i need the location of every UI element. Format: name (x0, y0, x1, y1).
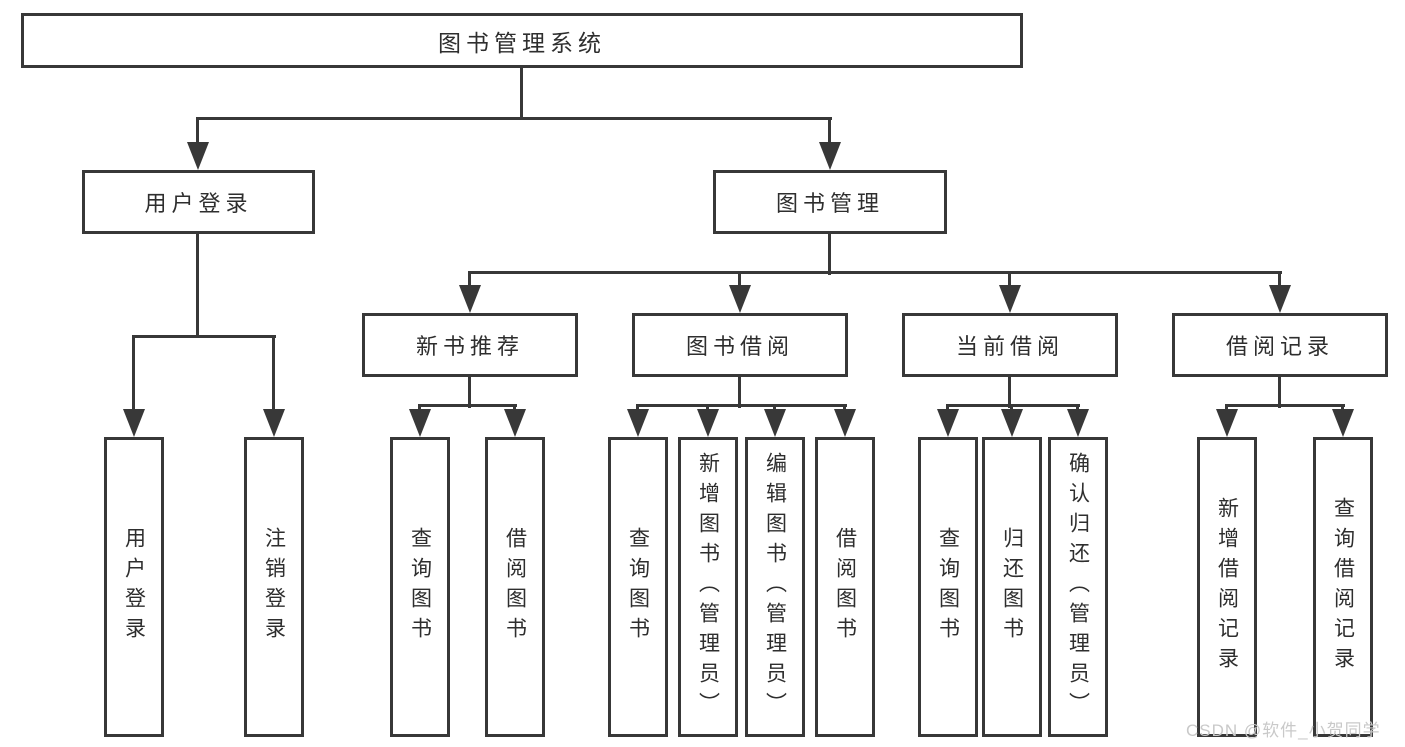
node-new-book-recommendation: 新书推荐 (362, 313, 578, 377)
connector-borrow-hline (636, 404, 847, 407)
arrowhead-down (697, 409, 719, 437)
connector-leaf-arm (132, 335, 135, 414)
connector-root-stub (520, 66, 523, 119)
node-book-borrowing: 图书借阅 (632, 313, 848, 377)
arrowhead-down (187, 142, 209, 170)
connector-level3-arm (1278, 271, 1281, 288)
leaf-edit-book-admin: 编辑图书（管理员） (745, 437, 805, 737)
connector-user-login-stub (196, 233, 199, 338)
connector-current-hline (946, 404, 1080, 407)
leaf-confirm-return-admin: 确认归还（管理员） (1048, 437, 1108, 737)
connector-book-mgmt-arm (828, 117, 831, 146)
node-user-login: 用户登录 (82, 170, 315, 234)
arrowhead-down (504, 409, 526, 437)
arrowhead-down (627, 409, 649, 437)
leaf-user-login: 用户登录 (104, 437, 164, 737)
arrowhead-down (834, 409, 856, 437)
leaf-query-books-borrow: 查询图书 (608, 437, 668, 737)
connector-level2-hline (196, 117, 832, 120)
connector-level3-arm (738, 271, 741, 288)
connector-user-login-hline (132, 335, 276, 338)
connector-current-stub (1008, 375, 1011, 408)
arrowhead-down (1067, 409, 1089, 437)
leaf-borrow-books-newbook: 借阅图书 (485, 437, 545, 737)
leaf-query-borrow-record: 查询借阅记录 (1313, 437, 1373, 737)
leaf-borrow-books-borrow: 借阅图书 (815, 437, 875, 737)
leaf-query-books-newbook: 查询图书 (390, 437, 450, 737)
leaf-add-borrow-record: 新增借阅记录 (1197, 437, 1257, 737)
connector-user-login-arm (196, 117, 199, 146)
node-book-management: 图书管理 (713, 170, 947, 234)
connector-newbook-stub (468, 375, 471, 408)
connector-level3-arm (1008, 271, 1011, 288)
connector-borrow-stub (738, 375, 741, 408)
connector-book-mgmt-stub (828, 233, 831, 275)
arrowhead-down (937, 409, 959, 437)
arrowhead-down (1269, 285, 1291, 313)
leaf-query-books-current: 查询图书 (918, 437, 978, 737)
node-library-management-system: 图书管理系统 (21, 13, 1023, 68)
arrowhead-down (764, 409, 786, 437)
arrowhead-down (819, 142, 841, 170)
connector-newbook-hline (418, 404, 517, 407)
arrowhead-down (263, 409, 285, 437)
leaf-add-book-admin: 新增图书（管理员） (678, 437, 738, 737)
arrowhead-down (1216, 409, 1238, 437)
connector-level3-arm (468, 271, 471, 288)
connector-records-stub (1278, 375, 1281, 408)
arrowhead-down (999, 285, 1021, 313)
csdn-watermark: CSDN @软件_小贺同学 (1186, 721, 1381, 740)
connector-leaf-arm (272, 335, 275, 414)
arrowhead-down (729, 285, 751, 313)
leaf-logout: 注销登录 (244, 437, 304, 737)
node-borrowing-records: 借阅记录 (1172, 313, 1388, 377)
arrowhead-down (1001, 409, 1023, 437)
arrowhead-down (459, 285, 481, 313)
node-current-borrowing: 当前借阅 (902, 313, 1118, 377)
arrowhead-down (1332, 409, 1354, 437)
connector-records-hline (1225, 404, 1345, 407)
arrowhead-down (123, 409, 145, 437)
arrowhead-down (409, 409, 431, 437)
leaf-return-books: 归还图书 (982, 437, 1042, 737)
connector-level3-hline (468, 271, 1282, 274)
